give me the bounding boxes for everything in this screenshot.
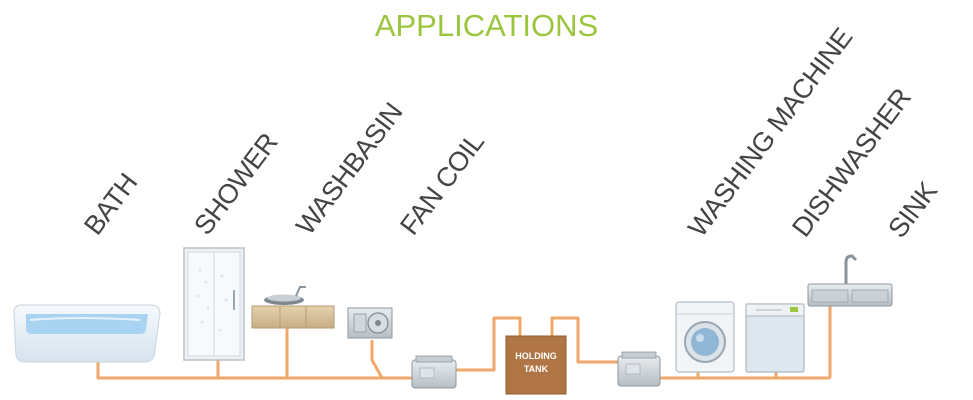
fan-coil-illustration: [347, 307, 393, 339]
pipe-pump1-to-tank: [456, 316, 522, 372]
pump-unit-2: [617, 351, 661, 387]
holding-tank: [505, 335, 567, 395]
washing-machine-illustration: [675, 301, 735, 373]
holding-tank-label-line2: TANK: [523, 364, 549, 374]
pipe-fancoil-drop: [370, 340, 384, 379]
shower-illustration: [183, 247, 245, 361]
pipe-tank-to-pump2: [550, 316, 618, 364]
holding-tank-label-line1: HOLDING: [515, 351, 557, 361]
sink-illustration: [807, 254, 893, 307]
washbasin-illustration: [251, 286, 335, 329]
pump-unit-1: [411, 355, 457, 389]
page-title: APPLICATIONS: [374, 8, 599, 43]
pipework: [96, 304, 832, 380]
dishwasher-illustration: [745, 303, 805, 373]
bath-illustration: [13, 304, 161, 363]
